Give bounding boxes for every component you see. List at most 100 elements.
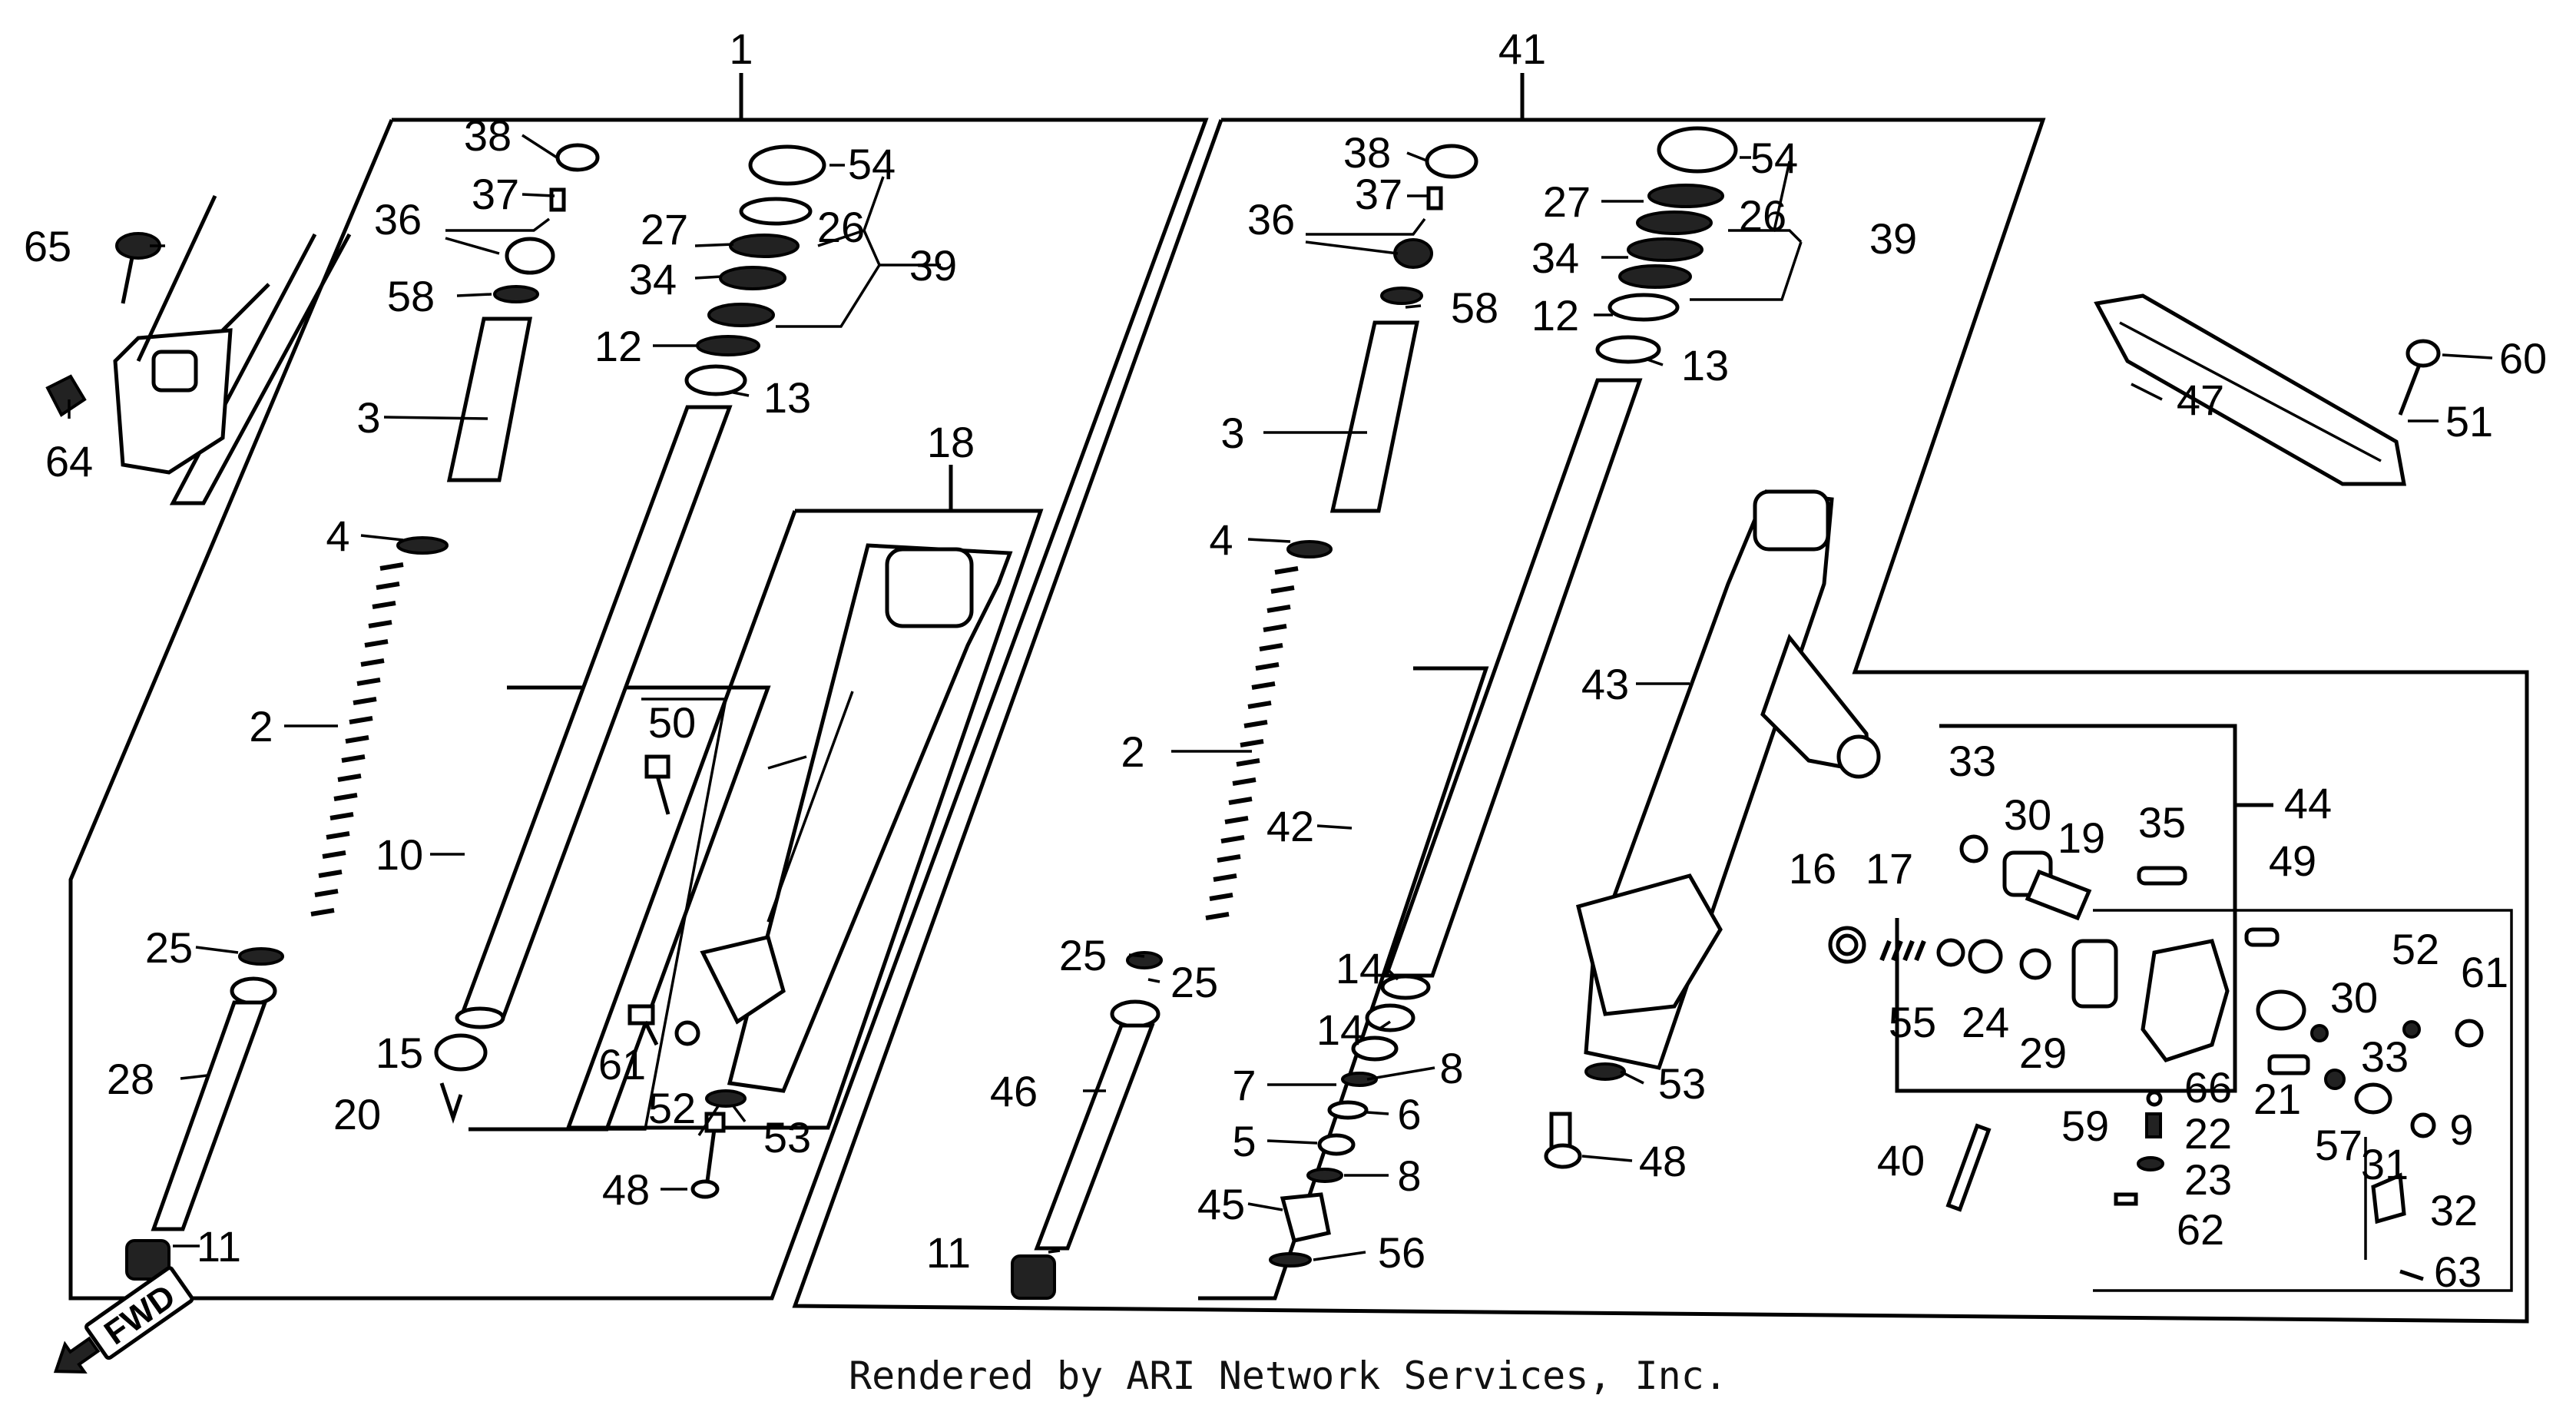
callout-31: 31 — [2361, 1140, 2409, 1188]
callout-16: 16 — [1789, 844, 1836, 893]
callout-5: 5 — [1232, 1117, 1256, 1165]
callout-2-right: 2 — [1121, 727, 1144, 776]
assembly-42-inset-boundary — [1198, 666, 1489, 1301]
callout-19: 19 — [2058, 814, 2105, 862]
callout-8-a: 8 — [1439, 1044, 1463, 1092]
callout-53-right: 53 — [1658, 1059, 1706, 1108]
callout-39-right: 39 — [1869, 214, 1917, 263]
callout-34-right: 34 — [1531, 234, 1579, 282]
callout-33-a: 33 — [1949, 737, 1996, 785]
callout-65: 65 — [24, 222, 71, 270]
callout-30-a: 30 — [2004, 790, 2051, 839]
callout-66: 66 — [2184, 1063, 2232, 1112]
callout-37-right: 37 — [1355, 170, 1402, 218]
callout-48: 48 — [602, 1165, 650, 1214]
callout-50: 50 — [648, 698, 696, 747]
callout-56: 56 — [1378, 1228, 1425, 1277]
footer-credit: Rendered by ARI Network Services, Inc. — [849, 1354, 1727, 1398]
callout-57: 57 — [2315, 1121, 2362, 1169]
caliper-parts — [1828, 834, 2484, 1281]
callout-25-right-a: 25 — [1059, 931, 1107, 979]
callout-49: 49 — [2269, 837, 2316, 885]
callout-64: 64 — [45, 437, 93, 485]
callout-47: 47 — [2177, 376, 2224, 424]
callout-9: 9 — [2449, 1105, 2473, 1154]
callout-23: 23 — [2184, 1155, 2232, 1204]
callout-25: 25 — [145, 923, 193, 972]
callout-58-right: 58 — [1451, 283, 1498, 332]
callout-labels: 1 41 18 44 38 37 36 58 54 26 27 39 34 12… — [24, 25, 2547, 1296]
callout-14-b: 14 — [1316, 1006, 1364, 1054]
callout-41: 41 — [1498, 25, 1546, 73]
callout-58: 58 — [387, 272, 435, 320]
assembly-1-boundary — [68, 73, 1209, 1301]
left-fork-parts — [45, 143, 1013, 1281]
callout-40: 40 — [1877, 1136, 1925, 1185]
callout-45: 45 — [1197, 1180, 1245, 1228]
callout-36: 36 — [374, 195, 422, 244]
callout-30-b: 30 — [2330, 973, 2378, 1022]
callout-55: 55 — [1889, 998, 1936, 1046]
callout-53: 53 — [763, 1113, 811, 1161]
callout-38-right: 38 — [1343, 128, 1391, 177]
callout-3-right: 3 — [1220, 409, 1244, 457]
callout-44: 44 — [2284, 779, 2332, 827]
callout-26: 26 — [817, 203, 865, 251]
leader-lines — [68, 134, 2493, 1261]
right-fork-parts — [1011, 126, 2441, 1300]
callout-37: 37 — [472, 170, 519, 218]
callout-51: 51 — [2445, 397, 2493, 446]
callout-34: 34 — [629, 255, 677, 303]
callout-60: 60 — [2499, 334, 2547, 383]
callout-17: 17 — [1866, 844, 1913, 893]
callout-14-a: 14 — [1336, 944, 1383, 992]
callout-7: 7 — [1232, 1061, 1256, 1109]
callout-12: 12 — [594, 322, 642, 370]
callout-32: 32 — [2430, 1186, 2478, 1234]
callout-54-right: 54 — [1750, 134, 1798, 182]
callout-10: 10 — [376, 830, 423, 879]
callout-52: 52 — [648, 1084, 696, 1132]
callout-11: 11 — [197, 1222, 241, 1271]
callout-43: 43 — [1581, 660, 1629, 708]
callout-26-right: 26 — [1739, 191, 1786, 240]
callout-24: 24 — [1962, 998, 2009, 1046]
assembly-41-boundary — [792, 73, 2529, 1324]
callout-28: 28 — [107, 1055, 154, 1103]
callout-38: 38 — [464, 111, 512, 160]
callout-6: 6 — [1397, 1090, 1421, 1138]
callout-2: 2 — [249, 702, 273, 751]
callout-18: 18 — [927, 418, 975, 466]
callout-39: 39 — [909, 241, 957, 290]
callout-27-right: 27 — [1543, 177, 1591, 226]
callout-29: 29 — [2019, 1029, 2067, 1077]
callout-36-right: 36 — [1247, 195, 1295, 244]
callout-13: 13 — [763, 373, 811, 422]
callout-54: 54 — [848, 140, 896, 188]
callout-48-right: 48 — [1639, 1137, 1687, 1185]
handlebar-inset-boundary — [169, 233, 352, 505]
callout-52-right: 52 — [2392, 925, 2439, 973]
callout-20: 20 — [333, 1090, 381, 1138]
callout-12-right: 12 — [1531, 291, 1579, 340]
callout-33-b: 33 — [2361, 1032, 2409, 1081]
callout-63: 63 — [2434, 1248, 2482, 1296]
callout-62: 62 — [2177, 1205, 2224, 1254]
callout-22: 22 — [2184, 1109, 2232, 1158]
callout-27: 27 — [641, 205, 688, 254]
callout-3: 3 — [356, 393, 380, 442]
callout-61: 61 — [598, 1040, 646, 1089]
callout-25-right-b: 25 — [1170, 958, 1218, 1006]
assembly-44-boundary — [1895, 724, 2513, 1292]
callout-13-right: 13 — [1681, 341, 1729, 389]
callout-61-right: 61 — [2461, 948, 2508, 996]
callout-11-right: 11 — [926, 1228, 971, 1277]
assembly-18-boundary — [565, 465, 1044, 1130]
callout-21: 21 — [2253, 1075, 2301, 1123]
callout-46: 46 — [990, 1067, 1038, 1115]
callout-35: 35 — [2138, 798, 2186, 847]
callout-4-right: 4 — [1209, 515, 1233, 564]
callout-59: 59 — [2061, 1102, 2109, 1150]
callout-4: 4 — [326, 512, 349, 560]
